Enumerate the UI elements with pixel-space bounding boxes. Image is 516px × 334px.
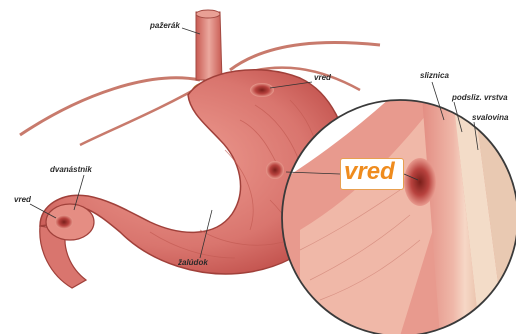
label-stomach: žalúdok [178, 259, 208, 267]
label-muscle-layer: svalovina [472, 114, 508, 122]
label-duodenum: dvanástnik [50, 166, 92, 174]
label-ulcer-top: vred [314, 74, 331, 82]
label-mucosa: sliznica [420, 72, 449, 80]
ulcer-center-shape [266, 161, 284, 179]
label-submucosa: podsliz. vrstva [452, 94, 508, 102]
label-esophagus: pažerák [150, 22, 180, 30]
ulcer-top-shape [250, 83, 274, 97]
ulcer-left-shape [55, 215, 73, 229]
vessel-right [230, 43, 380, 70]
vessel-left-2 [80, 82, 208, 145]
ulcer-crater [404, 158, 436, 206]
vessel-left [20, 78, 200, 135]
label-ulcer-left: vred [14, 196, 31, 204]
esophagus-shape [196, 12, 222, 80]
label-ulcer-center: vred [344, 160, 395, 184]
